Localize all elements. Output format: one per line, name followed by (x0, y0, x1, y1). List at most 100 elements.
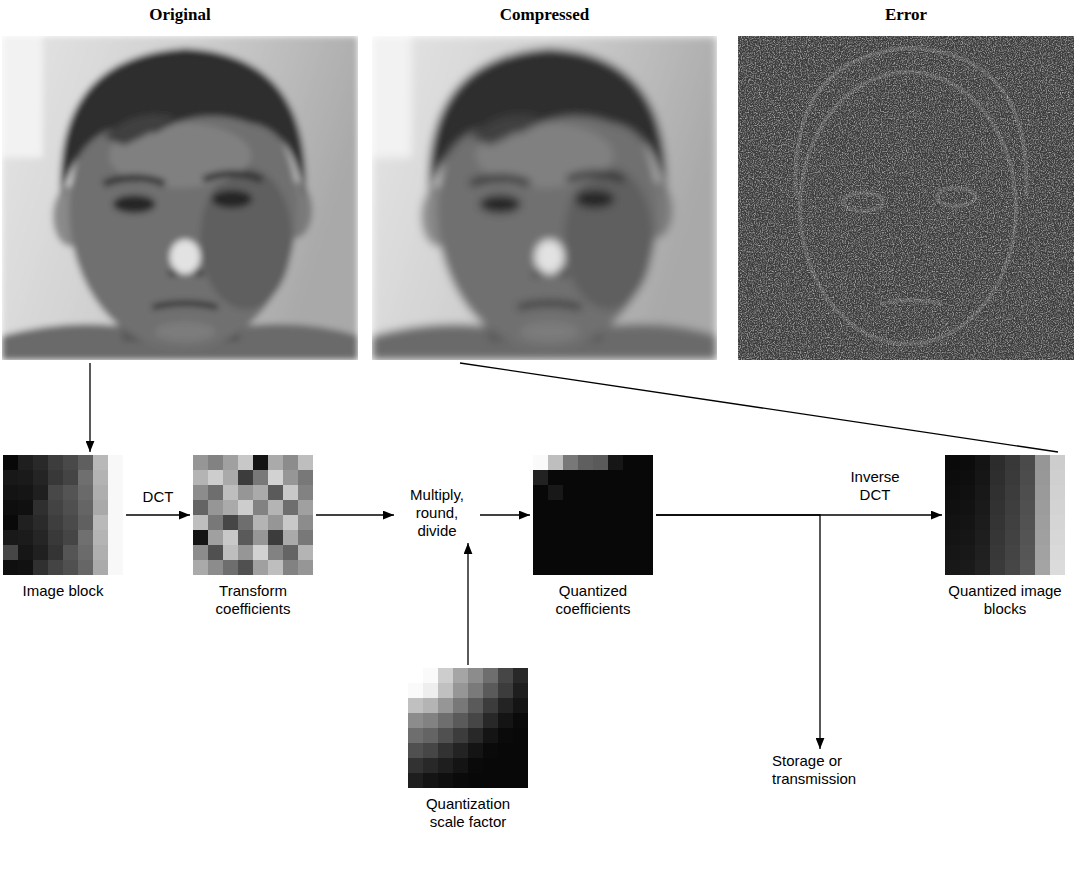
grid-cell (608, 455, 623, 470)
grid-cell (18, 500, 33, 515)
grid-cell (1050, 500, 1065, 515)
grid-cell (990, 560, 1005, 575)
photo-panel: Original (2, 4, 358, 360)
grid-cell (468, 728, 483, 743)
grid-cell (33, 515, 48, 530)
grid-cell (78, 545, 93, 560)
grid-cell (1020, 485, 1035, 500)
flow-arrow (316, 514, 394, 515)
grid-cell (283, 485, 298, 500)
panel-heading: Original (2, 4, 358, 26)
step-label: Multiply, round, divide (397, 486, 477, 540)
grid-cell (975, 455, 990, 470)
grid-cell (1020, 530, 1035, 545)
grid-cell (638, 530, 653, 545)
grid-cell (193, 515, 208, 530)
grid-cell (253, 545, 268, 560)
grid-cell (563, 485, 578, 500)
grid-cell (18, 560, 33, 575)
grid-cell (548, 485, 563, 500)
grid-cell (578, 470, 593, 485)
grid-cell (283, 545, 298, 560)
grid-cell (33, 455, 48, 470)
grid-cell (1050, 485, 1065, 500)
grid-cell (298, 455, 313, 470)
grid-cell (548, 515, 563, 530)
grid-cell (638, 515, 653, 530)
grid-cell (3, 485, 18, 500)
grid-cell (193, 530, 208, 545)
grid-cell (533, 560, 548, 575)
grid-cell (193, 545, 208, 560)
grid-cell (253, 530, 268, 545)
grid-cell (3, 500, 18, 515)
grid-cell (108, 470, 123, 485)
grid-cell (483, 743, 498, 758)
grid-cell (33, 485, 48, 500)
grid-cell (298, 485, 313, 500)
flow-arrow (480, 514, 530, 515)
grid-cell (1005, 470, 1020, 485)
grid-cell (238, 560, 253, 575)
grid-cell (223, 530, 238, 545)
image-block-grid (3, 455, 123, 575)
grid-cell (945, 470, 960, 485)
edge-label: DCT (126, 488, 190, 506)
panel-heading: Error (738, 4, 1074, 26)
grid-cell (990, 545, 1005, 560)
grid-cell (453, 698, 468, 713)
grid-cell (283, 500, 298, 515)
grid-cell (1035, 560, 1050, 575)
grid-cell (453, 758, 468, 773)
process-step: Multiply, round, divide (397, 486, 477, 540)
grid-cell (990, 470, 1005, 485)
grid-cell (1020, 545, 1035, 560)
grid-cell (563, 455, 578, 470)
grid-cell (533, 455, 548, 470)
grid-cell (1020, 560, 1035, 575)
grid-cell (483, 728, 498, 743)
grid-cell (960, 545, 975, 560)
grid-cell (78, 485, 93, 500)
grid-cell (1005, 545, 1020, 560)
grid-cell (960, 500, 975, 515)
grid-cell (960, 455, 975, 470)
grid-cell (548, 560, 563, 575)
grid-cell (990, 485, 1005, 500)
block-grid: Quantization scale factor (408, 668, 528, 831)
grid-cell (1020, 470, 1035, 485)
grid-cell (533, 530, 548, 545)
grid-cell (960, 485, 975, 500)
grid-cell (238, 500, 253, 515)
quantized-grid (533, 455, 653, 575)
leader-line (460, 363, 1058, 452)
grid-cell (468, 668, 483, 683)
grid-cell (533, 515, 548, 530)
grid-cell (48, 500, 63, 515)
flow-arrow (467, 543, 468, 665)
grid-cell (268, 470, 283, 485)
grid-cell (593, 500, 608, 515)
grid-cell (623, 500, 638, 515)
grid-cell (498, 713, 513, 728)
target-label: Storage or transmission (772, 752, 892, 788)
grid-cell (468, 713, 483, 728)
grid-cell (18, 515, 33, 530)
grid-cell (990, 530, 1005, 545)
grid-cell (593, 530, 608, 545)
grid-cell (1005, 455, 1020, 470)
grid-cell (18, 470, 33, 485)
grid-cell (483, 668, 498, 683)
grid-cell (1050, 455, 1065, 470)
grid-cell (268, 545, 283, 560)
grid-cell (268, 515, 283, 530)
grid-cell (33, 470, 48, 485)
grid-cell (960, 470, 975, 485)
grid-cell (563, 515, 578, 530)
grid-cell (223, 500, 238, 515)
grid-cell (483, 773, 498, 788)
grid-cell (408, 773, 423, 788)
grid-cell (1005, 485, 1020, 500)
grid-cell (1005, 530, 1020, 545)
